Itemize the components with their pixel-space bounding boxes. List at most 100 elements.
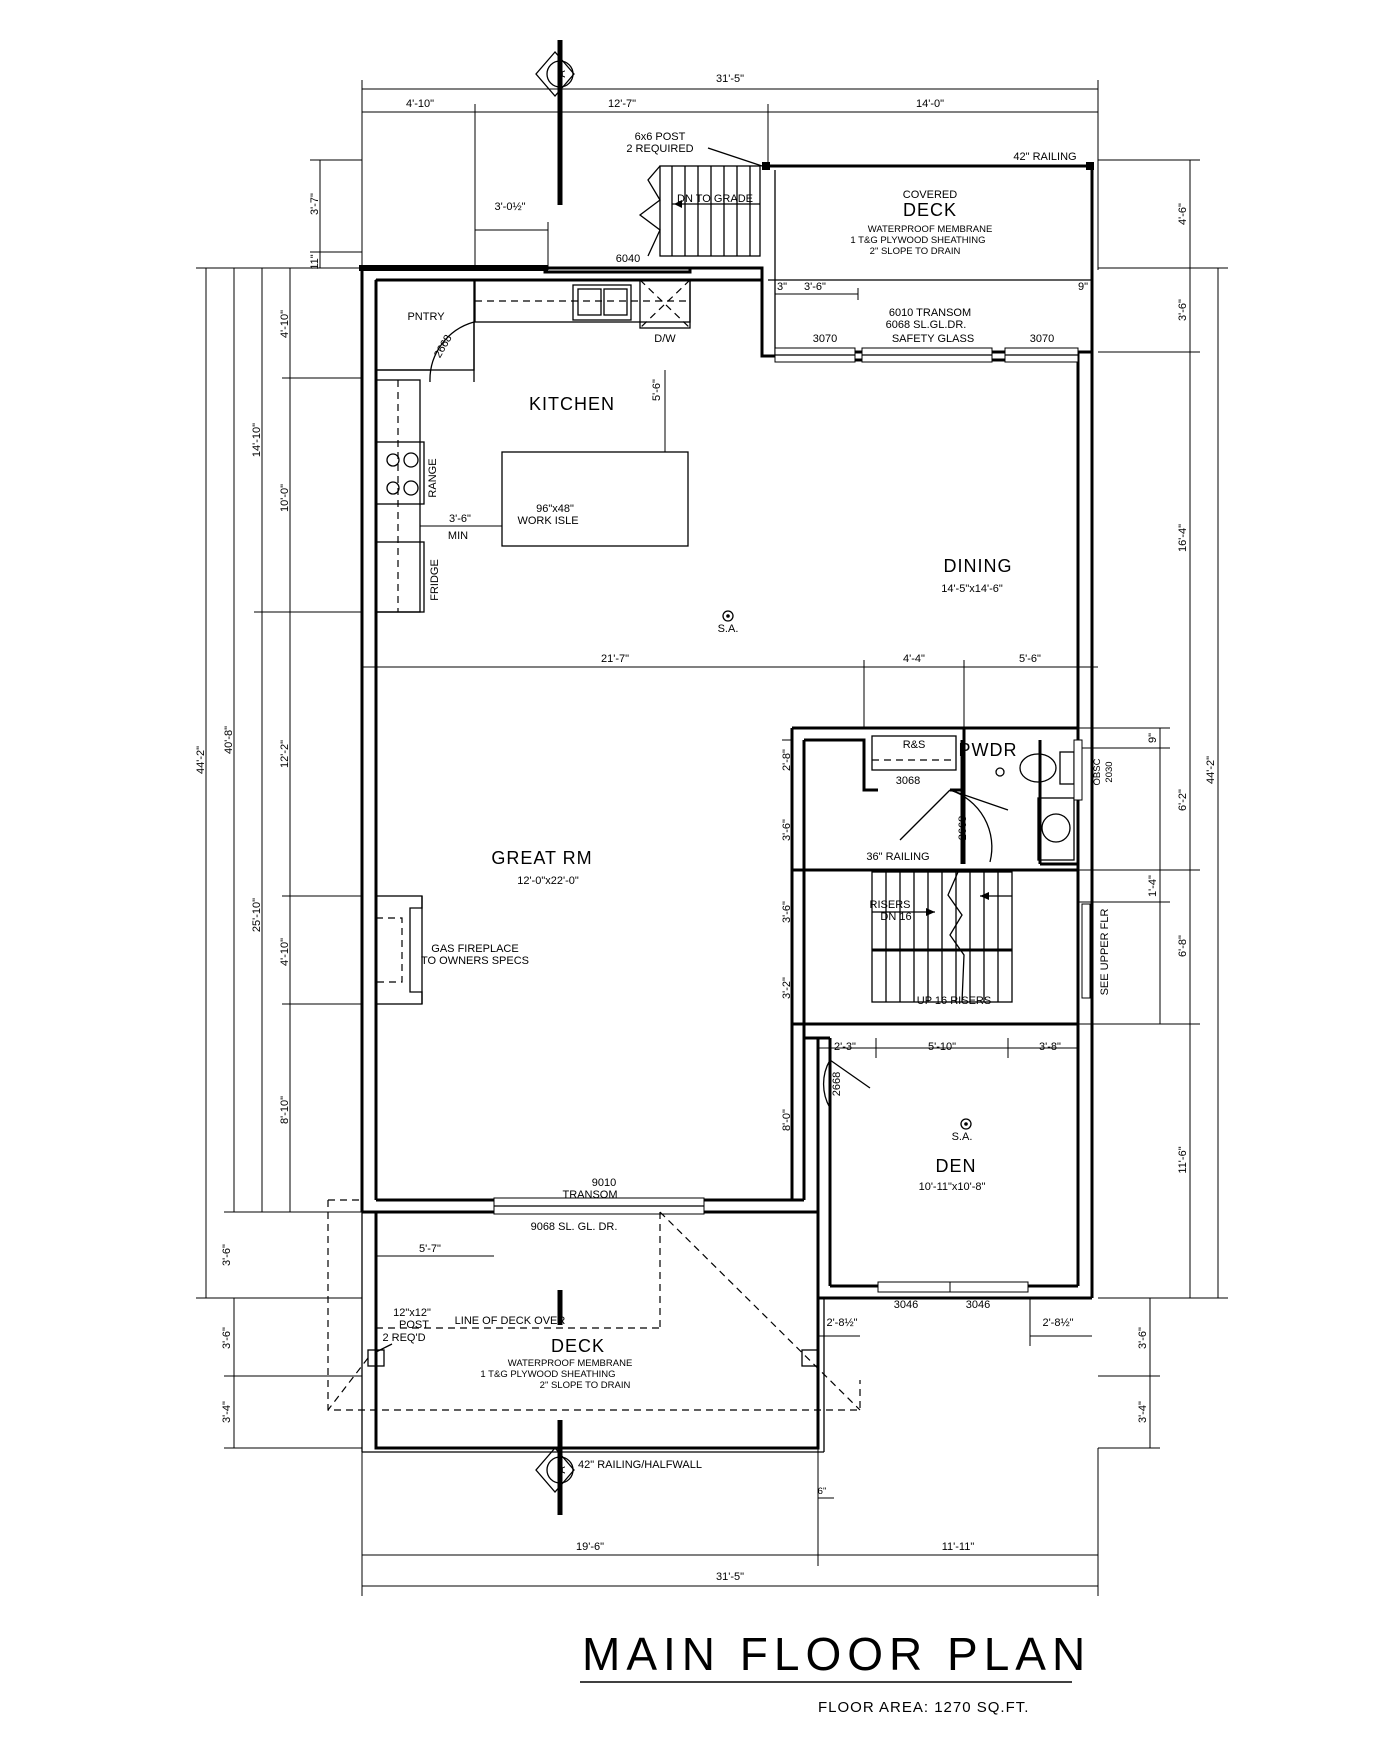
right-dimensions: 4'-6" 3'-6" 16'-4" 9" 6'-2" 44'-2" 1'-4"… (1078, 159, 1228, 1449)
see-upper-label: SEE UPPER FLR (1099, 909, 1111, 996)
dim-bottom-a: 19'-6" (576, 1541, 604, 1553)
fridge-label: FRIDGE (429, 559, 441, 601)
dim-right-k: 3'-4" (1137, 1401, 1149, 1423)
section-marker-bottom[interactable]: A (535, 1290, 575, 1515)
dim-top-overall: 31'-5" (716, 73, 744, 85)
bottom-deck: 5'-7" 12"x12" POST 2 REQ'D LINE OF DECK … (327, 1199, 1092, 1471)
dim-left-h: 12'-2" (279, 740, 291, 768)
dim-left-i: 25'-10" (251, 898, 263, 932)
great-room: GREAT RM 12'-0"x22'-0" GAS FIREPLACE TO … (375, 848, 705, 1233)
dim-deck-3-6: 3'-6" (804, 281, 826, 293)
dining-label: DINING (944, 556, 1013, 576)
isle-clear-dim: 3'-6" (449, 513, 471, 525)
door-3068-label: 3068 (896, 775, 920, 787)
sa-label-1: S.A. (718, 623, 739, 635)
left-dimensions: 3'-7" 11" 4'-10" 14'-10" 10'-0" 40'-8" 4… (195, 159, 362, 1449)
dim-left-j: 4'-10" (279, 938, 291, 966)
dim-in-8-0: 8'-0" (781, 1109, 793, 1131)
deck-bottom-label: DECK (551, 1336, 605, 1356)
kitchen-label: KITCHEN (529, 394, 615, 414)
dim-left-k: 8'-10" (279, 1096, 291, 1124)
dim-deck-6: 6" (818, 1486, 827, 1497)
line-deck-over-label: LINE OF DECK OVER (455, 1315, 566, 1327)
dim-in-3-6b: 3'-6" (781, 901, 793, 923)
waterproof-top: WATERPROOF MEMBRANE (868, 224, 993, 235)
dim-5-6: 5'-6" (1019, 653, 1041, 665)
dim-right-g: 1'-4" (1147, 875, 1159, 897)
den: 2'-3" 5'-10" 3'-8" 2668 S.A. DEN 10'-11"… (818, 1038, 1078, 1311)
dim-bottom-b: 11'-11" (942, 1541, 975, 1553)
window-3046-a: 3046 (894, 1299, 918, 1311)
door-2668-pantry: 2668 (432, 333, 455, 360)
up-16-label: UP 16 RISERS (917, 995, 991, 1007)
transom-9010-label: 9010 (592, 1177, 616, 1189)
covered-deck: 42" RAILING COVERED DECK WATERPROOF MEMB… (616, 131, 1094, 356)
bottom-dimensions: 19'-6" 11'-11" 31'-5" 6" (361, 1448, 1099, 1596)
slope-bottom: 2" SLOPE TO DRAIN (540, 1380, 631, 1391)
waterproof-bottom: WATERPROOF MEMBRANE (508, 1358, 633, 1369)
window-3046-b: 3046 (966, 1299, 990, 1311)
dim-4-4: 4'-4" (903, 653, 925, 665)
dim-right-c: 16'-4" (1177, 524, 1189, 552)
post-12x12-label: 12"x12" (393, 1307, 431, 1319)
dn-16-label: DN 16 (880, 911, 911, 923)
deck-door-openings: 3" 3'-6" 9" 6010 TRANSOM 6068 SL.GL.DR. … (774, 281, 1088, 363)
kitchen: D/W PNTRY 2668 RANGE FRIDGE 96"x48" WORK… (375, 279, 691, 613)
railing-halfwall-label: 42" RAILING/HALFWALL (578, 1459, 702, 1471)
interior-core: R&S 3068 PWDR OBSC 2030 2668 36" RAILING (781, 726, 1115, 1200)
post-6x6-req-label: 2 REQUIRED (626, 143, 693, 155)
dim-left-c: 4'-10" (279, 310, 291, 338)
transom-6010-label: 6010 TRANSOM (889, 307, 971, 319)
rs-label: R&S (903, 739, 926, 751)
obsc-label: OBSC (1092, 758, 1103, 785)
dim-right-e: 6'-2" (1177, 789, 1189, 811)
door-6068-label: 6068 SL.GL.DR. (886, 319, 967, 331)
floor-area-label: FLOOR AREA: 1270 SQ.FT. (818, 1699, 1029, 1716)
den-size: 10'-11"x10'-8" (919, 1181, 986, 1193)
dim-right-b: 3'-6" (1177, 299, 1189, 321)
railing-42-label: 42" RAILING (1013, 151, 1076, 163)
safety-glass-label: SAFETY GLASS (892, 333, 974, 345)
dim-in-3-6a: 3'-6" (781, 819, 793, 841)
window-3070-b: 3070 (1030, 333, 1054, 345)
dim-bottom-overall: 31'-5" (716, 1571, 744, 1583)
pwdr-label: PWDR (959, 740, 1018, 760)
door-2668-den: 2668 (831, 1072, 843, 1096)
dining-area: DINING 14'-5"x14'-6" S.A. 21'-7" 4'-4" 5… (362, 556, 1098, 728)
isle-min-label: MIN (448, 530, 468, 542)
dim-left-d: 14'-10" (251, 423, 263, 457)
door-2668-pwdr: 2668 (957, 816, 969, 840)
range-label: RANGE (427, 458, 439, 497)
dim-21-7: 21'-7" (601, 653, 629, 665)
section-marker-top[interactable]: A (535, 40, 575, 205)
great-rm-size: 12'-0"x22'-0" (517, 875, 579, 887)
isle-size-label: 96"x48" (536, 503, 574, 515)
dim-left-l: 3'-6" (221, 1244, 233, 1266)
title-block: MAIN FLOOR PLAN FLOOR AREA: 1270 SQ.FT. (580, 1628, 1085, 1716)
dim-top-c: 14'-0" (916, 98, 944, 110)
dim-den-3-8: 3'-8" (1039, 1041, 1061, 1053)
den-label: DEN (935, 1156, 976, 1176)
post-req-label: 2 REQ'D (382, 1332, 425, 1344)
dim-left-a: 3'-7" (309, 193, 321, 215)
post-6x6-label: 6x6 POST (635, 131, 686, 143)
exterior-walls (359, 265, 1094, 1300)
dim-left-n: 3'-4" (221, 1401, 233, 1423)
window-3070-a: 3070 (813, 333, 837, 345)
sa-label-2: S.A. (952, 1131, 973, 1143)
work-isle-label: WORK ISLE (517, 515, 578, 527)
window-2030-label: 2030 (1104, 761, 1115, 782)
dim-top-b: 12'-7" (608, 98, 636, 110)
dim-in-3-2: 3'-2" (781, 977, 793, 999)
great-rm-label: GREAT RM (491, 848, 592, 868)
dim-deck-3: 3" (777, 281, 787, 293)
dining-size: 14'-5"x14'-6" (941, 583, 1003, 595)
railing-36-label: 36" RAILING (866, 851, 929, 863)
covered-label: COVERED (903, 189, 957, 201)
deck-top-label: DECK (903, 200, 957, 220)
slope-top: 2" SLOPE TO DRAIN (870, 246, 961, 257)
dn-to-grade-label: DN TO GRADE (677, 193, 753, 205)
plywood-top: 1 T&G PLYWOOD SHEATHING (850, 235, 985, 246)
dim-deck-2-8b: 2'-8½" (1042, 1317, 1073, 1329)
